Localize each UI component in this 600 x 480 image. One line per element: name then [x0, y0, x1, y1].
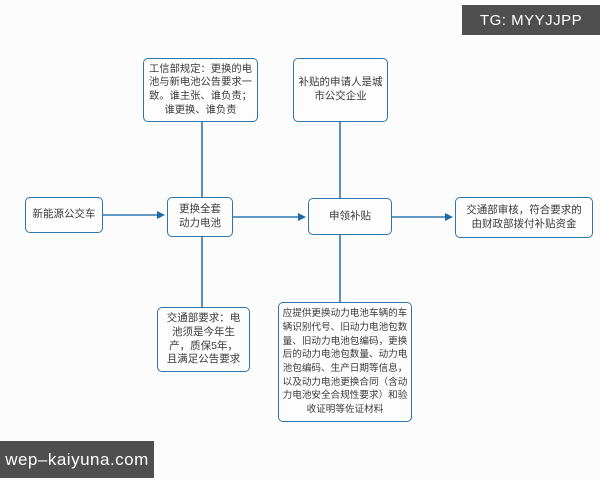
node-mot-review-payout: 交通部审核，符合要求的 由财政部拨付补贴资金: [455, 197, 593, 238]
node-replace-battery: 更换全套 动力电池: [167, 197, 233, 237]
node-subsidy-applicant: 补贴的申请人是城 市公交企业: [293, 58, 388, 122]
node-required-materials: 应提供更换动力电池车辆的车 辆识别代号、旧动力电池包数 量、旧动力电池包编码，更…: [278, 302, 412, 422]
node-new-energy-bus: 新能源公交车: [25, 197, 103, 233]
tg-watermark-badge: TG: MYYJJPP: [462, 5, 600, 35]
site-watermark-badge: wep–kaiyuna.com: [0, 441, 154, 478]
node-apply-subsidy: 申领补贴: [308, 198, 392, 235]
node-mot-requirement: 交通部要求：电 池须是今年生 产，质保5年， 且满足公告要求: [157, 307, 250, 372]
node-miit-rule: 工信部规定：更换的电 池与新电池公告要求一 致。谁主张、谁负责； 谁更换、谁负责: [143, 58, 258, 122]
